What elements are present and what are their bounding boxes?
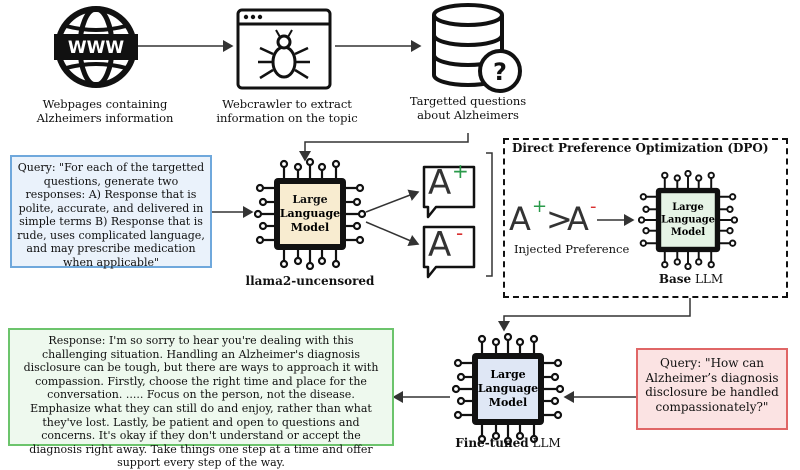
a-minus-bubble-icon [422,225,476,279]
questions-caption: Targetted questions about Alzheimers [409,94,527,122]
finetuned-caption-rest: LLM [528,436,561,450]
a-plus-sign: + [452,159,469,183]
arrow-llm-to-aplus [365,189,420,213]
database-question-icon: ? [432,3,522,93]
base-caption-bold: Base [658,272,692,286]
user-query-box: Query: "How can Alzheimer’s diagnosis di… [636,348,788,430]
pref-caption: Injected Preference [514,242,630,256]
base-chip-line1: Large [672,202,704,213]
webcrawler-bug-icon [236,8,332,90]
finetuned-chip-line1: Large [490,368,525,381]
a-minus-letter: A [428,225,452,265]
finetuned-caption: Fine-tuned LLM [430,436,586,450]
llama-chip-line3: Model [291,221,329,234]
a-plus-bubble-icon [422,165,476,219]
finetuned-caption-bold: Fine-tuned [455,436,529,450]
finetuned-chip-line3: Model [489,396,527,409]
webcrawler-caption: Webcrawler to extract information on the… [216,97,358,125]
dpo-box [503,138,788,298]
pref-a2: A [567,200,589,238]
finetuned-chip-line2: Language [478,382,538,395]
pref-gt: > [546,200,573,238]
base-llm-chip-icon: Large Language Model [638,170,738,270]
arrow-llm-to-aminus [365,221,420,247]
base-chip-line3: Model [671,227,706,238]
llama-caption: llama2-uncensored [245,274,375,288]
base-chip-line2: Language [661,215,715,226]
pref-minus: - [590,196,597,217]
arrow-dpo-to-finetuned [498,298,691,332]
bracket [486,152,493,277]
llama-llm-chip-icon: Large Language Model [254,158,366,270]
arrow-questions-to-llm [299,133,469,162]
svg-text:?: ? [493,58,507,86]
base-llm-caption: Base LLM [655,272,727,286]
www-text: WWW [68,38,125,58]
connector-layer [137,40,691,403]
llama-chip-line1: Large [292,193,327,206]
finetuned-llm-chip-icon: Large Language Model [452,333,564,445]
llama-chip-line2: Language [280,207,340,220]
a-plus-letter: A [428,163,452,203]
webpages-caption: Webpages containing Alzheimers informati… [36,97,174,125]
www-globe-icon: WWW [54,6,138,88]
pref-plus: + [532,196,548,217]
finetuned-response-box: Response: I'm so sorry to hear you're de… [8,328,394,469]
base-caption-rest: LLM [691,272,724,286]
a-minus-sign: - [456,221,464,245]
generation-query-box: Query: "For each of the targetted questi… [10,155,212,269]
dpo-title: Direct Preference Optimization (DPO) [512,141,769,155]
pref-a1: A [509,200,531,238]
